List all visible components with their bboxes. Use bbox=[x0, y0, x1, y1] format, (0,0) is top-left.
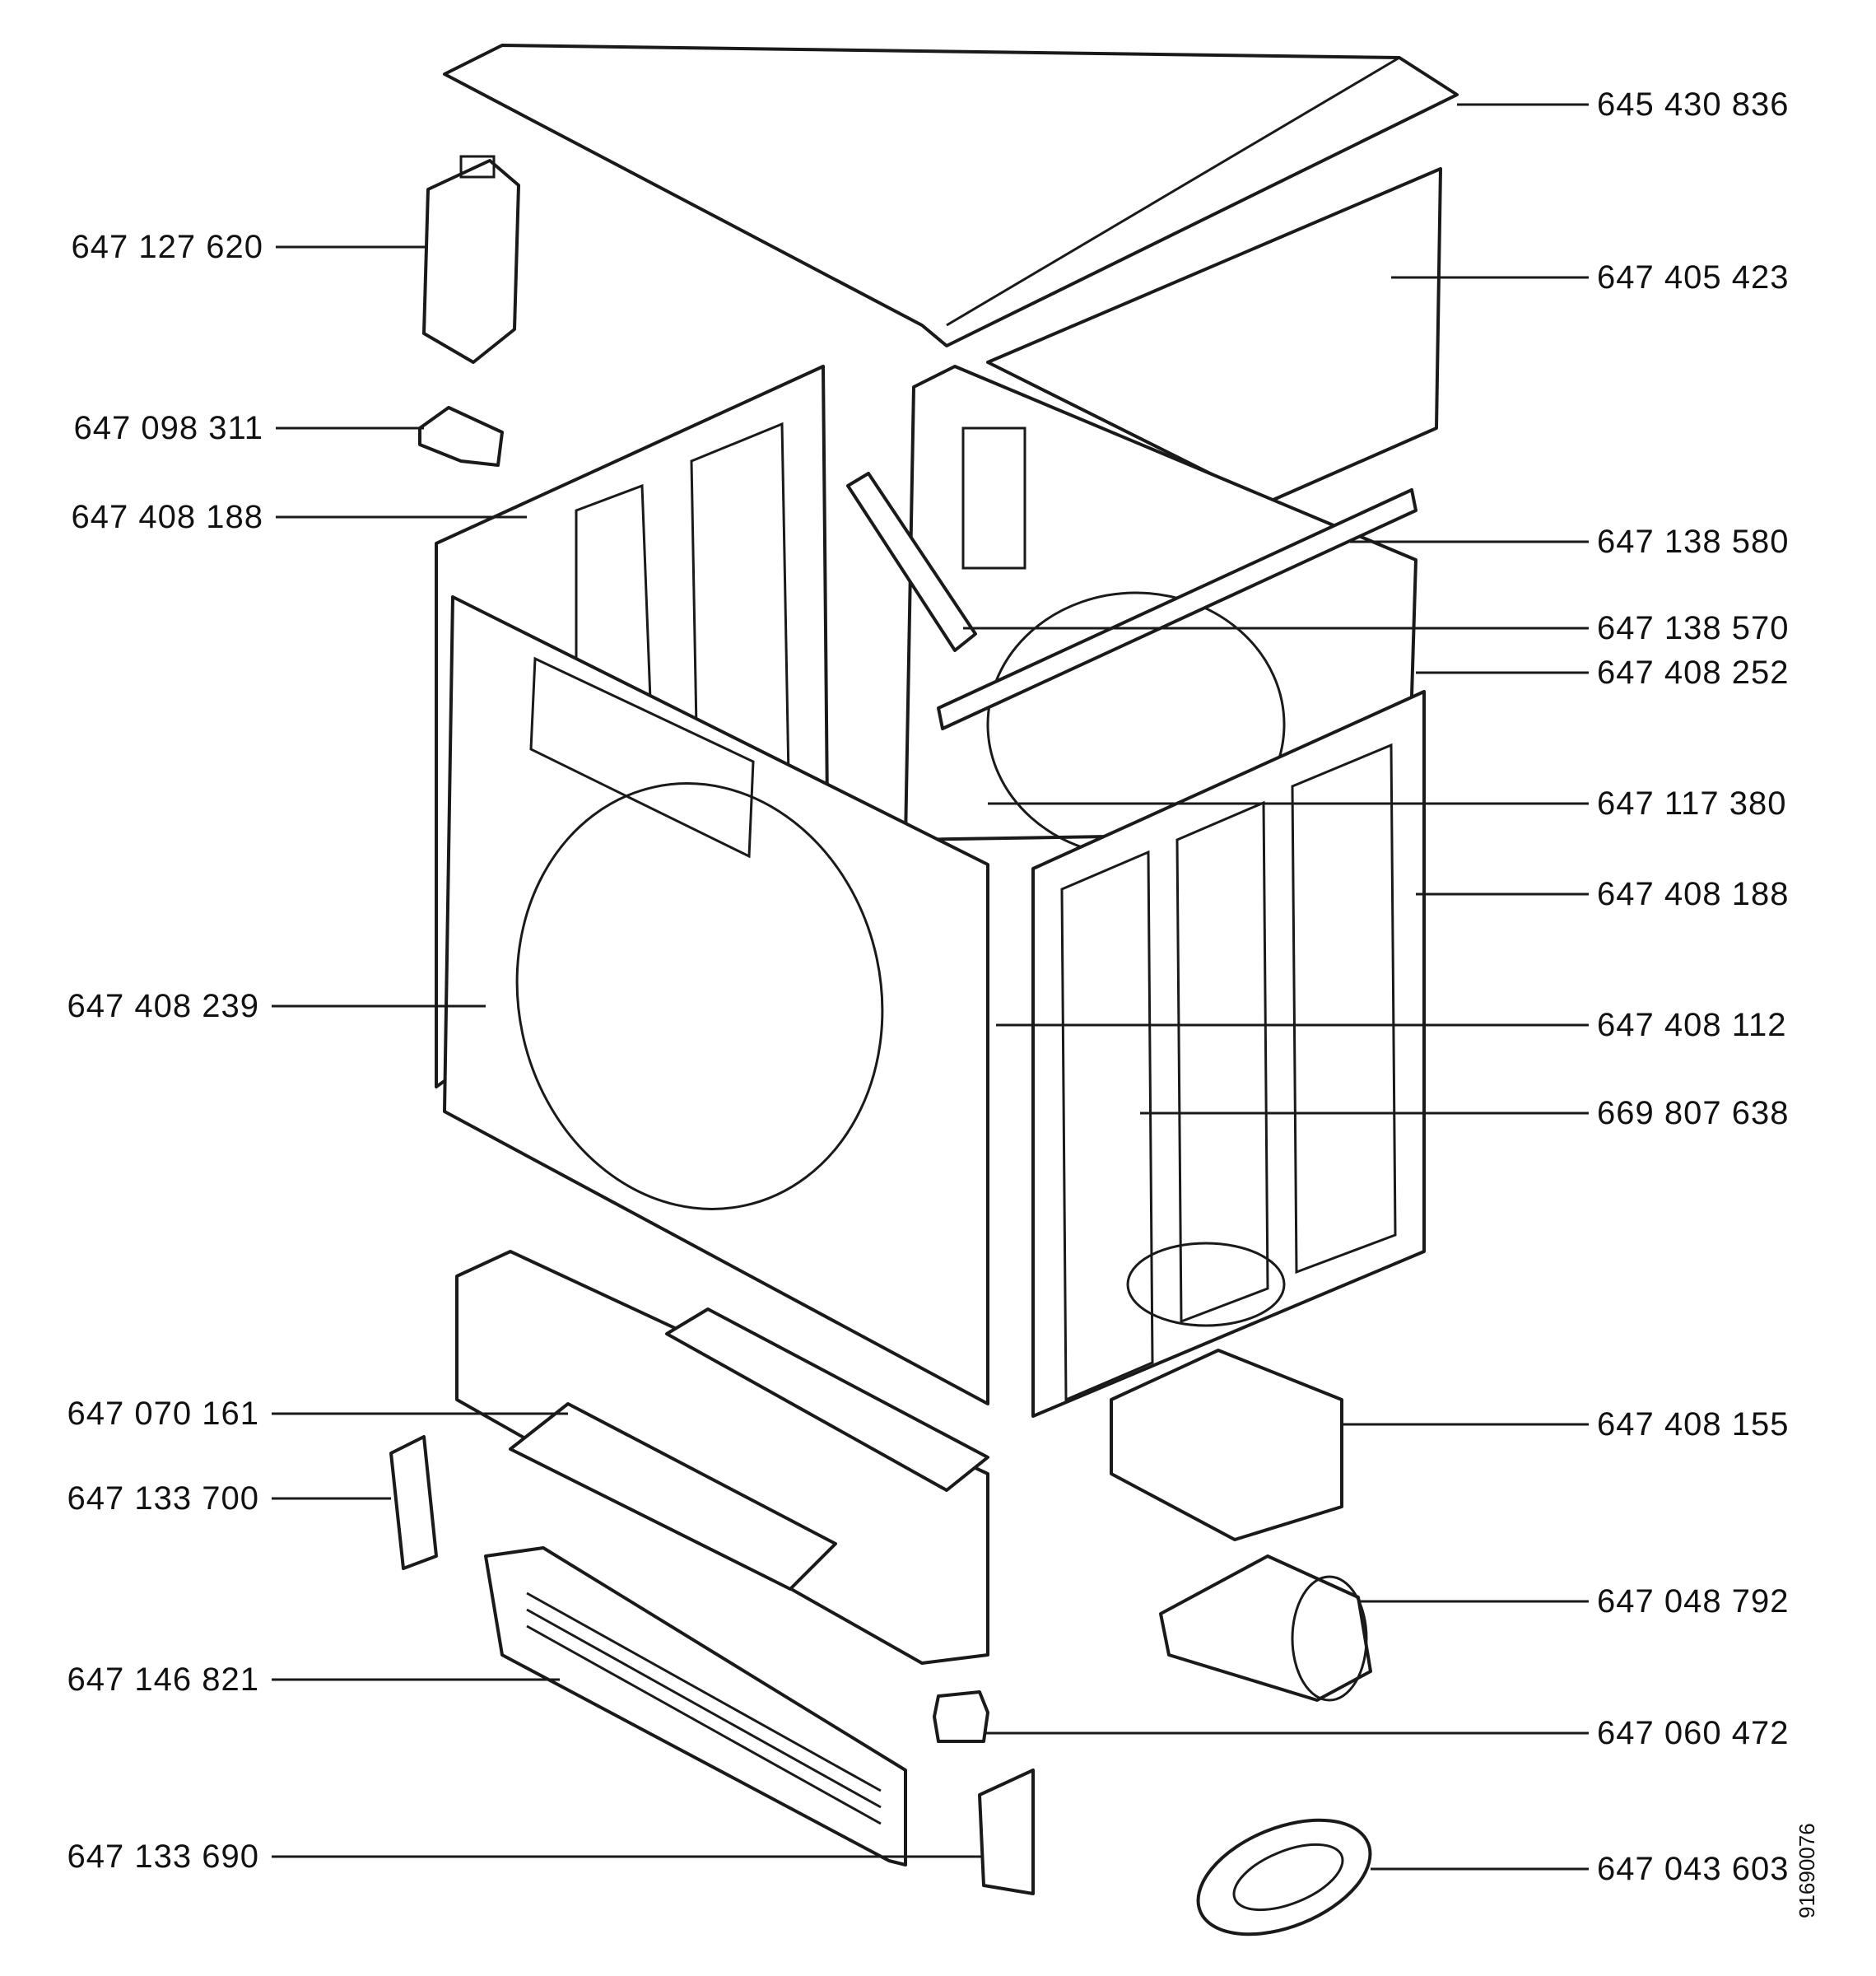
hose-ring bbox=[1196, 1818, 1372, 1936]
hose-ring-inner bbox=[1232, 1843, 1344, 1912]
inner-filter-box bbox=[665, 1307, 989, 1492]
door-opening bbox=[515, 782, 884, 1210]
label-r13: 647 043 603 bbox=[1597, 1851, 1790, 1887]
label-r12: 647 060 472 bbox=[1597, 1715, 1790, 1751]
vent-elbow bbox=[1159, 1554, 1372, 1702]
right-panel-vent bbox=[1126, 1242, 1286, 1327]
kick-plate bbox=[484, 1546, 907, 1866]
left-leader-lines bbox=[272, 245, 984, 1858]
label-r4: 647 138 570 bbox=[1597, 610, 1790, 646]
small-clip bbox=[418, 406, 504, 467]
hinge-bracket-lower bbox=[978, 1769, 1035, 1895]
right-leader-lines bbox=[963, 103, 1589, 1871]
label-r5: 647 408 252 bbox=[1597, 655, 1790, 691]
right-panel-windows bbox=[1060, 743, 1397, 1402]
label-l6: 647 133 700 bbox=[67, 1480, 259, 1517]
label-l5: 647 070 161 bbox=[67, 1396, 259, 1432]
filter-frame bbox=[509, 1402, 837, 1591]
label-r11: 647 048 792 bbox=[1597, 1583, 1790, 1619]
label-r1: 645 430 836 bbox=[1597, 86, 1790, 123]
label-l2: 647 098 311 bbox=[73, 410, 263, 446]
back-bracket bbox=[961, 426, 1026, 570]
base-tray bbox=[455, 1250, 989, 1665]
upper-brace bbox=[937, 488, 1417, 730]
label-l4: 647 408 239 bbox=[67, 988, 259, 1024]
label-l1: 647 127 620 bbox=[71, 229, 263, 265]
adjustable-foot bbox=[933, 1690, 989, 1743]
label-r8: 647 408 112 bbox=[1597, 1007, 1787, 1043]
right-side-panel bbox=[1031, 690, 1426, 1418]
label-l8: 647 133 690 bbox=[67, 1839, 259, 1875]
vent-elbow-mouth bbox=[1291, 1575, 1368, 1702]
base-duct bbox=[1110, 1349, 1343, 1541]
top-insulation bbox=[986, 167, 1442, 504]
diagonal-strut bbox=[846, 472, 977, 652]
label-l7: 647 146 821 bbox=[67, 1661, 259, 1698]
label-r10: 647 408 155 bbox=[1597, 1406, 1790, 1442]
switch-module bbox=[422, 159, 520, 364]
label-r3: 647 138 580 bbox=[1597, 524, 1790, 560]
switch-top bbox=[459, 155, 496, 179]
label-r7: 647 408 188 bbox=[1597, 876, 1790, 912]
document-code: 91690076 bbox=[1795, 1823, 1819, 1918]
top-cover-edge bbox=[444, 56, 1400, 347]
label-r2: 647 405 423 bbox=[1597, 259, 1790, 296]
label-r9: 669 807 638 bbox=[1597, 1095, 1790, 1131]
label-l3: 647 408 188 bbox=[71, 499, 263, 535]
control-recess bbox=[529, 656, 755, 859]
front-panel bbox=[443, 595, 989, 1405]
hinge-bracket-upper bbox=[389, 1435, 438, 1570]
kick-plate-slots bbox=[526, 1592, 882, 1825]
label-r6: 647 117 380 bbox=[1597, 785, 1787, 822]
